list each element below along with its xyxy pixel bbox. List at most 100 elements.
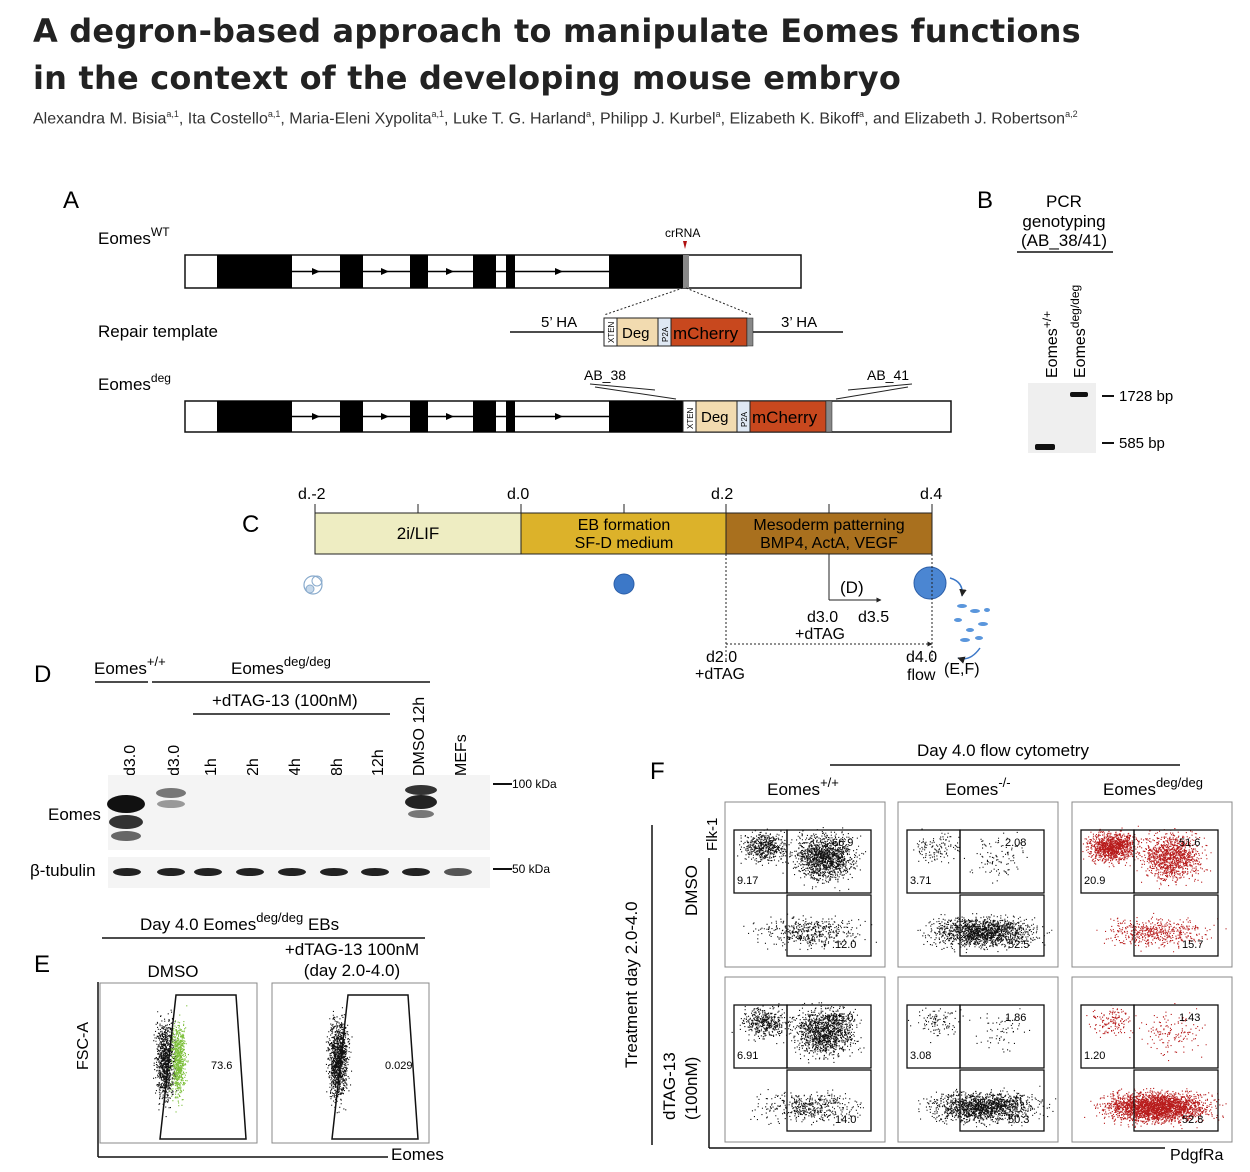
flow-arrow-icon: [957, 647, 981, 664]
genotype-sup: deg/deg: [1156, 775, 1203, 790]
lane-label: d3.0: [166, 745, 183, 776]
day-label: d.2: [711, 486, 733, 503]
flk1-axis-label: Flk-1: [704, 818, 721, 851]
primer-ab41-label: AB_41: [867, 367, 909, 383]
segment-2i-lif: [314, 512, 522, 555]
author-separator: ,: [280, 110, 290, 128]
author-affiliation: a,2: [1065, 109, 1078, 119]
cell-events: [153, 1009, 178, 1118]
eomes-row-label: Eomes: [48, 805, 101, 824]
deg-group-label: Eomes: [231, 659, 284, 678]
genotype-sup: -/-: [998, 775, 1010, 790]
tubulin-band: [402, 868, 430, 876]
lane-label: 4h: [287, 758, 304, 776]
lane-label: 1h: [203, 758, 220, 776]
tubulin-band: [113, 868, 141, 876]
flow-plot-dtag: [271, 982, 430, 1144]
genotype-name: Eomes: [767, 780, 820, 799]
svg-text:EomesWT: EomesWT: [98, 225, 170, 248]
genotype-name: Eomes: [945, 780, 998, 799]
gate-pdgfra-only: [786, 1069, 872, 1132]
author-separator: ,: [178, 110, 188, 128]
exon: [609, 255, 683, 288]
gate-value: 51.6: [1179, 837, 1200, 849]
d40-label: d4.0: [906, 649, 937, 666]
deg-group-sup: deg/deg: [284, 654, 331, 669]
author-affiliation: a,1: [267, 109, 281, 119]
author-affiliation: a,1: [431, 109, 445, 119]
cell-events: [168, 1005, 189, 1113]
segment-eb-formation: [520, 512, 727, 555]
col-dmso-label: DMSO: [148, 962, 199, 981]
band-1728: [1070, 392, 1088, 397]
cell-events: [969, 831, 1028, 884]
d30-label: d3.0: [807, 609, 838, 626]
tubulin-band: [320, 868, 348, 876]
panel-f-heading: Day 4.0 flow cytometry: [917, 741, 1089, 760]
deg-label: Deg: [622, 325, 650, 342]
cell-events: [917, 913, 1053, 954]
panel-ef-reference: (E,F): [944, 661, 980, 678]
author-separator: ,: [444, 110, 453, 128]
panel-f: F Day 4.0 flow cytometry Eomes+/+Eomes-/…: [622, 741, 1233, 1164]
gate-double-positive: [786, 1004, 872, 1069]
tubulin-band: [361, 868, 389, 876]
flow-dots: [153, 1005, 353, 1118]
cell-events: [1082, 825, 1147, 868]
lane-label: 2h: [245, 758, 262, 776]
fsc-axis-label: FSC-A: [75, 1022, 92, 1070]
row-dmso-label: DMSO: [682, 865, 701, 916]
gate-value: 52.5: [1008, 939, 1029, 951]
panel-e-letter: E: [34, 951, 50, 978]
gate-value: 6.91: [737, 1050, 758, 1062]
marker-585: 585 bp: [1119, 435, 1165, 452]
gate-double-positive: [786, 829, 872, 894]
author-affiliation: a: [586, 109, 592, 119]
tubulin-band: [157, 868, 185, 876]
gate-double-positive: [959, 1004, 1045, 1069]
tubulin-row-label: β-tubulin: [30, 861, 96, 880]
exon: [473, 255, 496, 288]
exon: [410, 255, 428, 288]
eomes-deg-sup: deg: [151, 371, 171, 385]
gate-value: 3.08: [910, 1050, 931, 1062]
gate-value: 1.43: [1179, 1012, 1200, 1024]
day-label: d.4: [920, 486, 942, 503]
author-separator: ,: [591, 110, 600, 128]
pcr-heading-3: (AB_38/41): [1021, 231, 1107, 250]
embryoid-body-icon: [613, 573, 635, 595]
segment-eb-label-1: EB formation: [578, 517, 670, 534]
tubulin-band: [194, 868, 222, 876]
flow-plot: 20.951.615.7: [1071, 801, 1233, 968]
author-name: Elizabeth K. Bikoff: [729, 110, 860, 128]
dtag-label-1: +dTAG: [795, 626, 845, 643]
marker-50kda: 50 kDa: [512, 862, 550, 876]
column-headers: Eomes+/+Eomes-/-Eomesdeg/deg: [767, 775, 1203, 799]
lane-label: MEFs: [453, 734, 470, 776]
cell-events: [918, 1085, 1057, 1128]
exon: [340, 255, 363, 288]
marker-1728: 1728 bp: [1119, 388, 1173, 405]
dtag-label-2: +dTAG: [695, 666, 745, 683]
genotype-column-header: Eomesdeg/deg: [1103, 775, 1203, 799]
panel-b-letter: B: [977, 187, 993, 214]
tubulin-band: [444, 868, 472, 876]
gate-value: 73.6: [211, 1060, 232, 1072]
segment-eb-label-2: SF-D medium: [575, 535, 674, 552]
lane-label: 12h: [370, 749, 387, 776]
mcherry-label: mCherry: [673, 324, 739, 343]
gate-value: 65.0: [832, 1012, 853, 1024]
svg-text:Day 4.0 Eomesdeg/deg EBs: Day 4.0 Eomesdeg/deg EBs: [140, 910, 339, 934]
svg-text:Eomesdeg/deg: Eomesdeg/deg: [231, 654, 331, 678]
author-affiliation: a: [859, 109, 865, 119]
svg-text:Eomes+/+: Eomes+/+: [94, 654, 166, 678]
p2a-label: P2A: [740, 411, 749, 427]
author-list: Alexandra M. Bisiaa,1, Ita Costelloa,1, …: [33, 109, 1233, 128]
gate-double-positive: [959, 829, 1045, 894]
